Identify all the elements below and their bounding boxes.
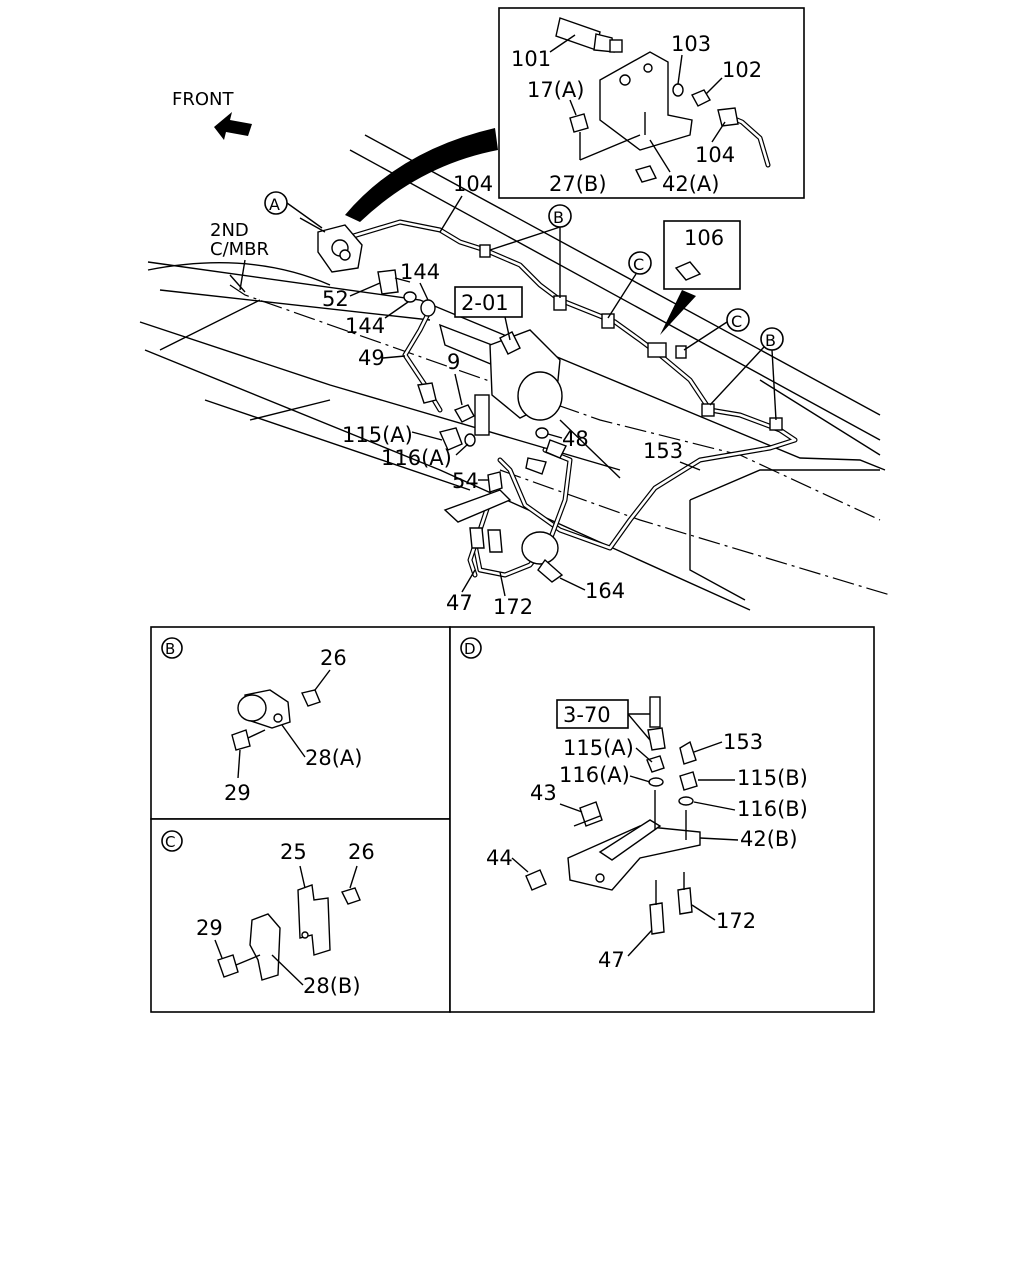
inset-a-panel: 101 103 102 17(A) 104 27(B) 42(A) bbox=[498, 7, 805, 199]
part-label-ref_boxes-r370: 3-70 bbox=[563, 703, 611, 727]
clip-part bbox=[479, 244, 491, 258]
part-label-main_labels-l153: 153 bbox=[643, 439, 683, 463]
part-label-ref_boxes-r106: 106 bbox=[684, 226, 724, 250]
part-label-panel_c_labels-l28b: 28(B) bbox=[303, 974, 361, 998]
fitting-49-part bbox=[417, 382, 437, 404]
part-label-panel_d_labels-l116b: 116(B) bbox=[737, 797, 808, 821]
panel-d: D 3-70 115(A bbox=[449, 626, 875, 1013]
callout-a: A bbox=[264, 191, 323, 229]
pointer-106 bbox=[660, 290, 696, 335]
part-label-panel_d_labels-l115b: 115(B) bbox=[737, 766, 808, 790]
main-components bbox=[299, 217, 783, 583]
part-label-main_labels-l115a: 115(A) bbox=[342, 423, 413, 447]
clip-part bbox=[647, 342, 667, 358]
bolt-52-part bbox=[377, 269, 411, 295]
clip-part bbox=[601, 313, 615, 329]
front-arrow-icon bbox=[214, 112, 252, 140]
inset-pointer bbox=[345, 128, 498, 222]
part-label-panel_d_labels-l47: 47 bbox=[598, 948, 625, 972]
cross-member-label-1: 2ND bbox=[210, 220, 249, 241]
part-label-main_labels-l9: 9 bbox=[447, 350, 460, 374]
part-label-panel_b_labels-l26: 26 bbox=[320, 646, 347, 670]
chassis-frame bbox=[139, 134, 891, 611]
part-label-main_labels-l54: 54 bbox=[452, 469, 479, 493]
clip-part bbox=[553, 295, 567, 311]
nut-9-part bbox=[453, 404, 475, 423]
part-label-panel_d_labels-l172: 172 bbox=[716, 909, 756, 933]
part-label-inset_a_labels-l104: 104 bbox=[695, 143, 735, 167]
bracket-a-part bbox=[299, 217, 363, 273]
part-label-main_labels-l144a: 144 bbox=[400, 260, 440, 284]
part-label-main_labels-l49: 49 bbox=[358, 346, 385, 370]
bracket-54-part bbox=[443, 471, 512, 523]
part-label-inset_a_labels-l101: 101 bbox=[511, 47, 551, 71]
part-label-callouts-C: C bbox=[633, 255, 644, 274]
part-label-main_labels-l104_main: 104 bbox=[453, 172, 493, 196]
callout-b-2: B bbox=[709, 327, 784, 421]
clamp-164-part bbox=[521, 531, 564, 583]
fitting-47-part bbox=[469, 527, 485, 549]
part-label-panel_c_labels-l26: 26 bbox=[348, 840, 375, 864]
washer-144-part bbox=[403, 291, 417, 303]
part-label-callouts-B: B bbox=[165, 640, 175, 658]
part-label-inset_a_labels-l27b: 27(B) bbox=[549, 172, 607, 196]
part-label-callouts-C: C bbox=[165, 833, 175, 851]
part-label-panel_d_labels-l42b: 42(B) bbox=[740, 827, 798, 851]
part-label-panel_d_labels-l116a: 116(A) bbox=[559, 763, 630, 787]
part-label-main_labels-l48: 48 bbox=[562, 427, 589, 451]
fitting-b-part bbox=[525, 457, 547, 475]
part-label-callouts-B: B bbox=[553, 208, 564, 227]
part-label-panel_d_labels-l153: 153 bbox=[723, 730, 763, 754]
part-label-callouts-D: D bbox=[464, 640, 476, 658]
washer-144b-part bbox=[420, 299, 436, 317]
part-label-inset_a_labels-l42a: 42(A) bbox=[662, 172, 719, 196]
fitting-48-part bbox=[545, 439, 567, 459]
part-label-panel_b_labels-l28a: 28(A) bbox=[305, 746, 362, 770]
part-label-inset_a_labels-l102: 102 bbox=[722, 58, 762, 82]
part-label-callouts-C: C bbox=[731, 312, 742, 331]
part-label-callouts-B: B bbox=[765, 331, 776, 350]
part-label-main_labels-l47: 47 bbox=[446, 591, 473, 615]
part-label-panel_d_labels-l44: 44 bbox=[486, 846, 513, 870]
part-label-panel_b_labels-l29: 29 bbox=[224, 781, 251, 805]
part-label-main_labels-l172: 172 bbox=[493, 595, 533, 619]
washer-48-part bbox=[535, 427, 549, 439]
ref-box-2-01: 2-01 bbox=[454, 286, 523, 341]
part-label-callouts-A: A bbox=[269, 195, 280, 214]
part-label-panel_c_labels-l29: 29 bbox=[196, 916, 223, 940]
washer-116-part bbox=[464, 433, 476, 447]
clip-part bbox=[701, 403, 715, 417]
main-labels: 104 52 144 144 49 9 115(A) 116(A) 54 48 … bbox=[322, 172, 701, 619]
part-label-inset_a_labels-l17a: 17(A) bbox=[527, 78, 584, 102]
part-label-main_labels-l164: 164 bbox=[585, 579, 625, 603]
part-label-main_labels-l144b: 144 bbox=[345, 314, 385, 338]
part-label-main_labels-l52: 52 bbox=[322, 287, 349, 311]
cross-member-label-2: C/MBR bbox=[210, 239, 269, 260]
front-label: FRONT bbox=[172, 89, 234, 110]
part-label-main_labels-l116a: 116(A) bbox=[381, 446, 452, 470]
part-label-panel_c_labels-l25: 25 bbox=[280, 840, 307, 864]
nut-115a-part bbox=[439, 427, 463, 451]
callout-c-1: C bbox=[607, 251, 652, 319]
ref-box-106: 106 bbox=[663, 220, 741, 290]
valve-2-01-part bbox=[438, 323, 563, 436]
part-label-panel_d_labels-l43: 43 bbox=[530, 781, 557, 805]
callout-c-2: C bbox=[683, 308, 750, 351]
panel-c: C 25 26 29 28(B) bbox=[150, 818, 451, 1013]
part-label-inset_a_labels-l103: 103 bbox=[671, 32, 711, 56]
clip-part bbox=[675, 345, 687, 359]
part-label-ref_boxes-r201: 2-01 bbox=[461, 291, 509, 315]
fitting-172-part bbox=[487, 529, 503, 553]
callout-b-1: B bbox=[489, 204, 572, 298]
panel-b: B 26 28(A) 29 bbox=[150, 626, 451, 820]
part-label-panel_d_labels-l115a: 115(A) bbox=[563, 736, 634, 760]
